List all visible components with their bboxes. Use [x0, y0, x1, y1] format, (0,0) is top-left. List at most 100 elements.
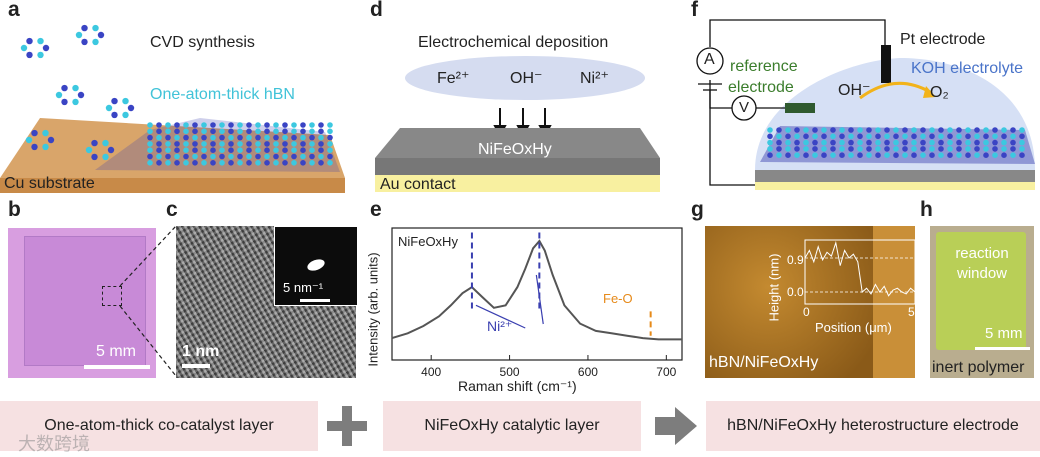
atom: [309, 122, 315, 128]
atom: [174, 160, 180, 166]
atom: [246, 153, 252, 160]
atom: [255, 128, 261, 135]
panel-b-letter: b: [8, 198, 21, 221]
atom: [821, 133, 827, 140]
pt-electrode-bar: [881, 45, 891, 83]
panel-f-illustration: [696, 19, 1035, 190]
atom: [255, 160, 261, 166]
panel-b-scalebar: [84, 365, 150, 369]
atom: [1001, 133, 1007, 140]
atom: [282, 122, 288, 128]
atom: [219, 141, 225, 147]
atom: [210, 128, 216, 135]
atom: [327, 134, 333, 141]
atom: [893, 139, 899, 146]
atom: [767, 127, 773, 133]
atom: [812, 127, 818, 133]
reference-label-1: reference: [730, 58, 798, 75]
atom: [1010, 146, 1016, 152]
panel-e-letter: e: [370, 198, 382, 221]
atom: [884, 133, 890, 140]
atom: [974, 146, 980, 152]
hbn-molecule: [20, 37, 50, 59]
atom: [938, 146, 944, 152]
hbn-molecule: [85, 139, 115, 161]
atom: [803, 133, 809, 140]
atom: [947, 133, 953, 140]
atom: [1010, 127, 1016, 133]
atom: [830, 133, 836, 140]
atom: [309, 134, 315, 141]
atom: [776, 139, 782, 146]
atom: [237, 147, 243, 153]
atom: [228, 153, 234, 160]
atom: [821, 127, 827, 133]
atom: [255, 134, 261, 141]
atom: [309, 141, 315, 147]
atom: [956, 133, 962, 140]
reference-electrode-bar: [785, 103, 815, 113]
atom: [156, 128, 162, 135]
atom: [228, 160, 234, 166]
atom: [156, 147, 162, 153]
atom: [237, 128, 243, 135]
atom: [246, 141, 252, 147]
atom: [1019, 127, 1025, 133]
atom: [848, 133, 854, 140]
atom: [911, 133, 917, 140]
atom: [794, 127, 800, 133]
atom: [165, 128, 171, 135]
atom: [300, 160, 306, 166]
atom: [983, 133, 989, 140]
panel-b-scale-label: 5 mm: [96, 343, 136, 360]
atom: [273, 134, 279, 141]
atom: [219, 128, 225, 135]
voltmeter-label: V: [739, 99, 750, 116]
atom: [318, 134, 324, 141]
atom: [309, 147, 315, 153]
atom: [174, 128, 180, 135]
ion-cloud: [405, 56, 645, 100]
atom: [983, 139, 989, 146]
panel-a-title: CVD synthesis: [150, 34, 255, 51]
hbn-molecule: [75, 24, 105, 46]
atom: [893, 146, 899, 152]
atom: [291, 147, 297, 153]
atom: [147, 141, 153, 147]
atom: [794, 146, 800, 152]
atom: [1001, 127, 1007, 133]
atom: [201, 153, 207, 160]
atom: [785, 152, 791, 158]
atom: [803, 139, 809, 146]
atom: [291, 128, 297, 135]
atom: [201, 147, 207, 153]
atom: [147, 160, 153, 166]
atom: [237, 141, 243, 147]
atom: [219, 153, 225, 160]
raman-xlabel: Raman shift (cm⁻¹): [458, 378, 577, 394]
atom: [282, 160, 288, 166]
atom: [273, 128, 279, 135]
atom: [830, 127, 836, 133]
atom: [228, 134, 234, 141]
atom: [947, 152, 953, 158]
afm-x-5: 5: [908, 305, 915, 319]
atom: [210, 153, 216, 160]
ammeter-label: A: [704, 51, 715, 68]
atom: [776, 146, 782, 152]
atom: [1010, 152, 1016, 158]
atom: [156, 160, 162, 166]
atom: [902, 139, 908, 146]
atom: [201, 134, 207, 141]
atom: [920, 152, 926, 158]
atom: [785, 133, 791, 140]
atom: [767, 139, 773, 146]
atom: [192, 160, 198, 166]
atom: [902, 133, 908, 140]
atom: [785, 127, 791, 133]
atom: [264, 153, 270, 160]
afm-profile-plot: [804, 239, 916, 305]
atom: [165, 134, 171, 141]
atom: [246, 128, 252, 135]
atom: [165, 122, 171, 128]
